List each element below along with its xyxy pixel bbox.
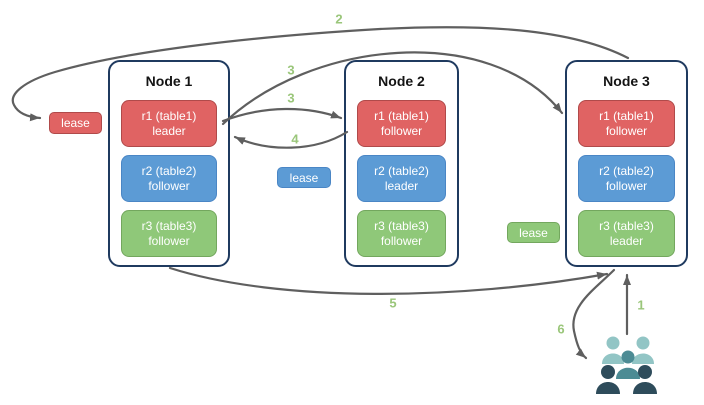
replica-name: r3 (table3) [141,218,197,233]
node2-replica-r2: r2 (table2) leader [357,155,446,202]
step-label-3b: 3 [287,90,295,106]
node-2-box: Node 2 r1 (table1) follower r2 (table2) … [344,60,459,267]
step-label-4: 4 [291,131,299,147]
arrow-step6-node3-to-clients [572,268,616,360]
step-label-6: 6 [557,321,565,337]
step-label-5: 5 [389,295,397,311]
node3-replica-r3: r3 (table3) leader [578,210,675,257]
person-icon [596,365,657,394]
replica-name: r2 (table2) [141,163,197,178]
lease-badge-blue: lease [277,167,331,188]
replica-name: r1 (table1) [599,108,654,123]
replica-role: follower [605,123,648,138]
node-2-title: Node 2 [378,73,425,89]
replica-name: r1 (table1) [141,108,197,123]
clients-icon [596,336,657,394]
arrow-step5-node1-to-node3 [168,266,609,295]
replica-role: leader [152,123,186,138]
lease-label: lease [519,225,548,240]
step-label-3a: 3 [287,62,295,78]
node2-replica-r3: r3 (table3) follower [357,210,446,257]
replica-name: r1 (table1) [374,108,429,123]
person-icon [616,350,640,379]
node1-replica-r1: r1 (table1) leader [121,100,217,147]
lease-badge-red: lease [49,112,102,134]
replica-name: r2 (table2) [599,163,654,178]
replica-role: leader [384,178,419,193]
replica-role: follower [380,233,423,248]
replica-name: r2 (table2) [374,163,429,178]
node3-replica-r1: r1 (table1) follower [578,100,675,147]
lease-label: lease [289,170,319,185]
replica-role: leader [609,233,644,248]
replica-name: r3 (table3) [599,218,654,233]
node1-replica-r3: r3 (table3) follower [121,210,217,257]
node1-replica-r2: r2 (table2) follower [121,155,217,202]
arrow-step3-node1-to-node2 [221,107,343,123]
lease-label: lease [61,116,90,130]
node-1-box: Node 1 r1 (table1) leader r2 (table2) fo… [108,60,230,267]
node2-replica-r1: r1 (table1) follower [357,100,446,147]
node-3-box: Node 3 r1 (table1) follower r2 (table2) … [565,60,688,267]
replica-name: r3 (table3) [374,218,429,233]
node-1-title: Node 1 [145,73,193,89]
step-label-1: 1 [637,297,645,313]
step-label-2: 2 [335,11,343,27]
arrow-step2-node3-to-lease1 [11,26,630,122]
node-3-title: Node 3 [603,73,650,89]
replica-role: follower [605,178,648,193]
replica-role: follower [148,178,190,193]
lease-badge-green: lease [507,222,560,243]
node3-replica-r2: r2 (table2) follower [578,155,675,202]
replica-role: follower [380,123,423,138]
person-icon [602,336,654,364]
replica-role: follower [148,233,190,248]
